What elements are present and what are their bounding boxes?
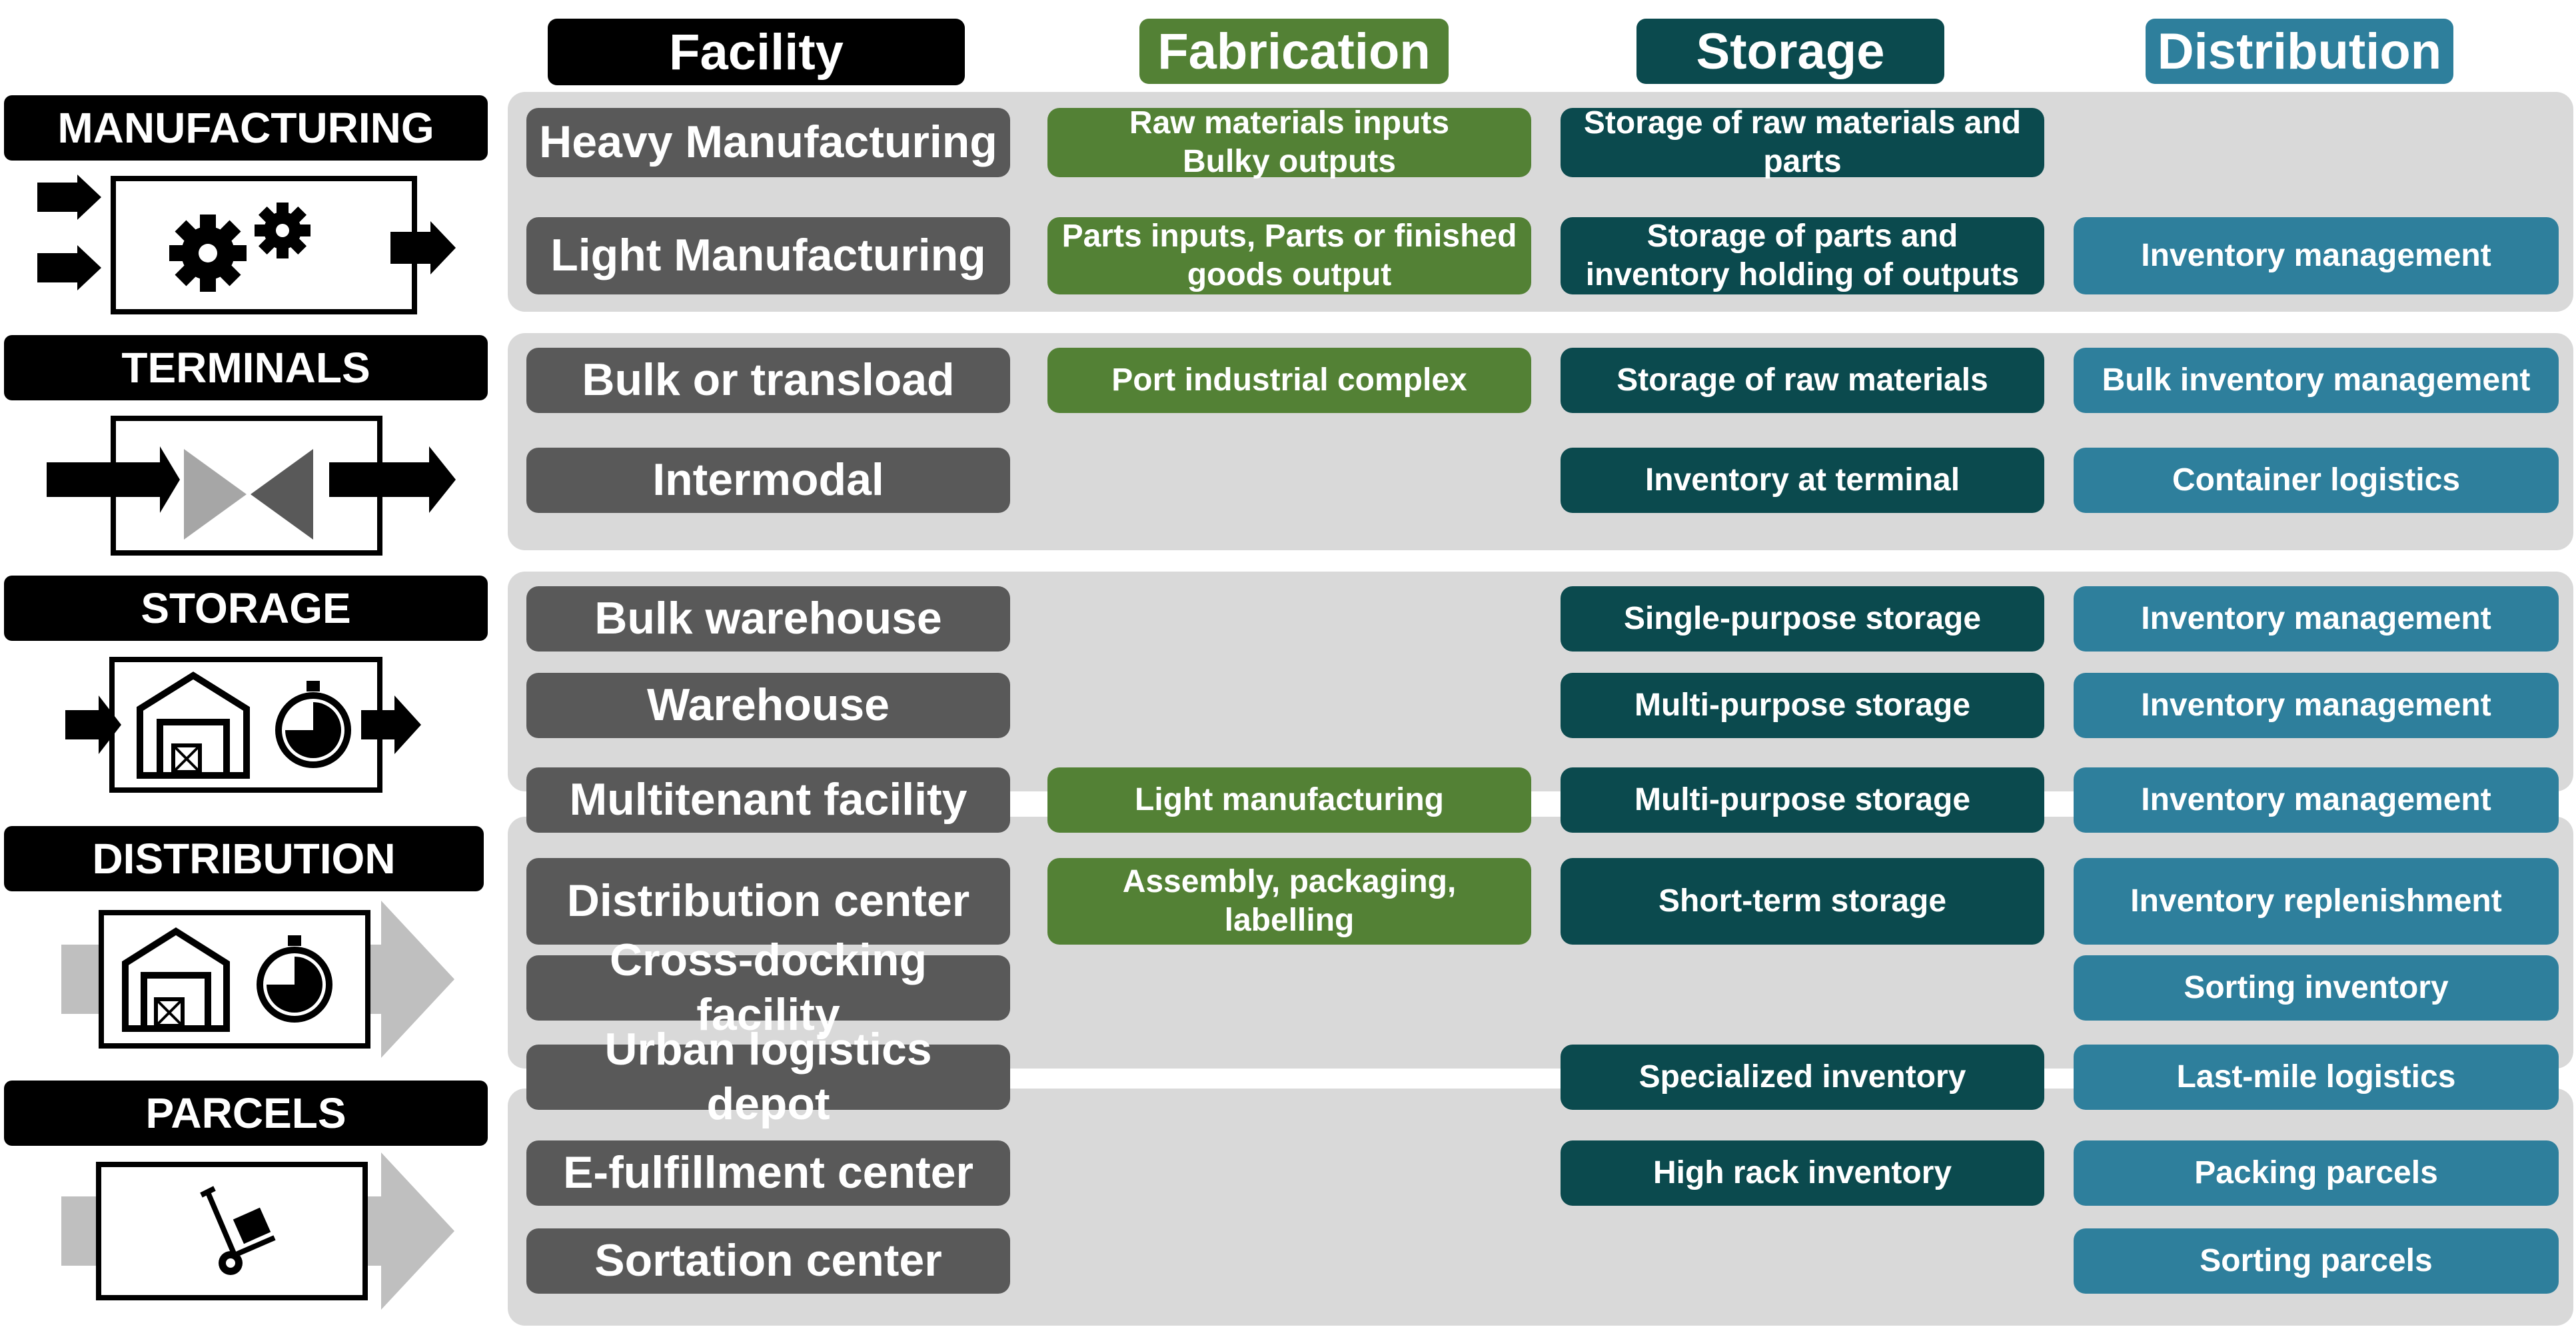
distribution-cell: Container logistics [2074, 448, 2559, 513]
fabrication-cell: Assembly, packaging, labelling [1047, 858, 1531, 945]
header-facility: Facility [548, 19, 965, 85]
header-storage: Storage [1636, 19, 1944, 84]
storage-cell: Single-purpose storage [1561, 586, 2044, 652]
warehouse-timer-icon [65, 657, 421, 793]
distribution-cell: Inventory management [2074, 767, 2559, 833]
storage-cell: Storage of parts and inventory holding o… [1561, 217, 2044, 294]
facility-cell: Bulk warehouse [526, 586, 1010, 652]
stopwatch-icon [275, 681, 351, 768]
storage-cell: Storage of raw materials and parts [1561, 105, 2044, 179]
category-manufacturing: MANUFACTURING [4, 95, 488, 161]
storage-cell: Storage of raw materials [1561, 348, 2044, 413]
storage-cell: Short-term storage [1561, 858, 2044, 945]
storage-cell: Multi-purpose storage [1561, 767, 2044, 833]
distribution-cell: Inventory replenishment [2074, 858, 2559, 945]
fabrication-cell: Port industrial complex [1047, 348, 1531, 413]
facility-cell: Warehouse [526, 673, 1010, 738]
distribution-cell: Inventory management [2074, 217, 2559, 294]
distribution-cell: Sorting parcels [2074, 1228, 2559, 1294]
facility-cell: Distribution center [526, 858, 1010, 945]
hand-truck-icon [61, 1152, 454, 1310]
distribution-cell: Packing parcels [2074, 1140, 2559, 1206]
fabrication-cell: Raw materials inputs Bulky outputs [1047, 105, 1531, 179]
category-terminals: TERMINALS [4, 335, 488, 400]
distribution-cell: Inventory management [2074, 586, 2559, 652]
facility-cell: Sortation center [526, 1228, 1010, 1294]
facility-cell: Intermodal [526, 448, 1010, 513]
distribution-cell: Last-mile logistics [2074, 1045, 2559, 1110]
gears-icon [37, 175, 456, 314]
facility-cell: Cross-docking facility [526, 935, 1010, 1040]
transload-icon [47, 416, 456, 556]
header-distribution: Distribution [2146, 19, 2453, 84]
facility-cell: Urban logistics depot [526, 1024, 1010, 1129]
storage-cell: High rack inventory [1561, 1140, 2044, 1206]
category-distribution: DISTRIBUTION [4, 826, 484, 891]
warehouse-timer-flow-icon [61, 901, 454, 1058]
facility-cell: Light Manufacturing [526, 217, 1010, 294]
category-storage: STORAGE [4, 576, 488, 641]
storage-cell: Multi-purpose storage [1561, 673, 2044, 738]
category-parcels: PARCELS [4, 1081, 488, 1146]
facility-cell: Bulk or transload [526, 348, 1010, 413]
distribution-cell: Sorting inventory [2074, 955, 2559, 1021]
facility-cell: Heavy Manufacturing [526, 108, 1010, 177]
warehouse-icon [137, 671, 250, 779]
fabrication-cell: Parts inputs, Parts or finished goods ou… [1047, 217, 1531, 294]
fabrication-cell: Light manufacturing [1047, 767, 1531, 833]
facility-cell: Multitenant facility [526, 767, 1010, 833]
storage-cell: Specialized inventory [1561, 1045, 2044, 1110]
facility-cell: E-fulfillment center [526, 1140, 1010, 1206]
storage-cell: Inventory at terminal [1561, 448, 2044, 513]
distribution-cell: Bulk inventory management [2074, 348, 2559, 413]
header-fabrication: Fabrication [1139, 19, 1449, 84]
distribution-cell: Inventory management [2074, 673, 2559, 738]
